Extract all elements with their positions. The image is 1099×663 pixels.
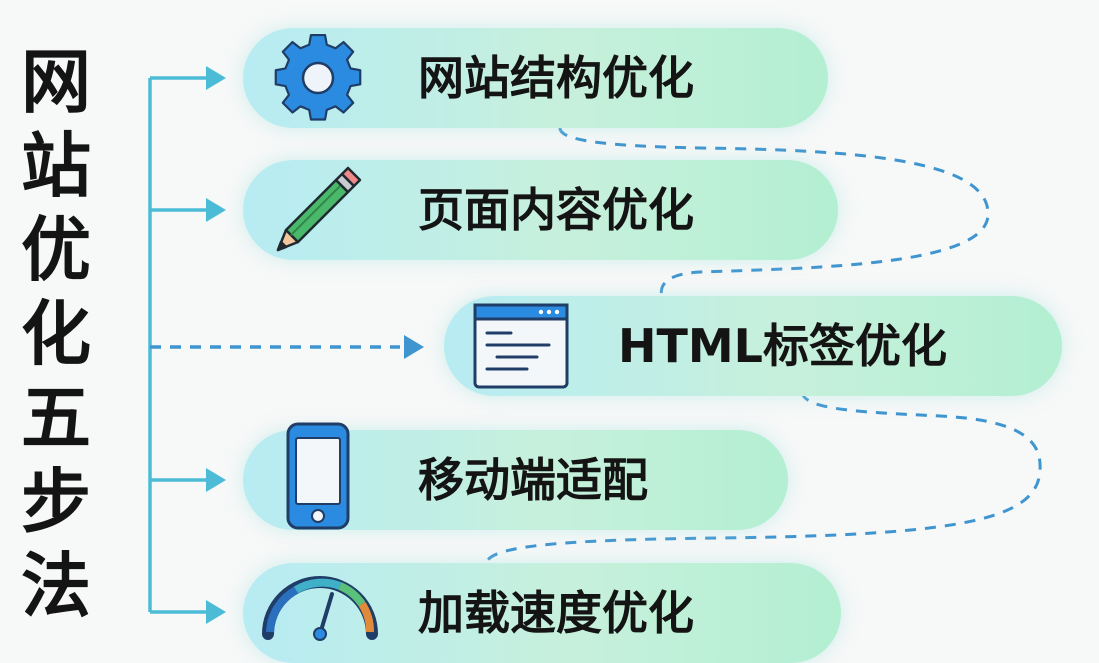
arrowhead-1 (206, 66, 226, 90)
arrowhead-3 (404, 335, 424, 359)
title-char: 网 (21, 41, 91, 123)
arrowhead-4 (206, 468, 226, 492)
smartphone-icon (266, 420, 370, 532)
step-label: 页面内容优化 (418, 183, 694, 237)
flow-curve-1 (558, 127, 990, 297)
step-label: 网站结构优化 (418, 51, 694, 105)
title-char: 步 (21, 461, 91, 543)
page-title: 网 站 优 化 五 步 法 (8, 40, 104, 628)
arrowhead-2 (206, 198, 226, 222)
title-char: 站 (21, 125, 91, 207)
title-char: 化 (21, 293, 91, 375)
flow-curve-2 (484, 391, 1042, 569)
step-label: 加载速度优化 (418, 586, 694, 640)
step-label: HTML标签优化 (618, 319, 947, 373)
speedometer-icon (258, 568, 382, 644)
gear-icon (266, 28, 370, 128)
title-char: 法 (21, 545, 91, 627)
title-char: 五 (21, 377, 91, 459)
step-card (243, 563, 841, 663)
title-char: 优 (21, 209, 91, 291)
step-label: 移动端适配 (418, 453, 648, 507)
pencil-icon (266, 160, 370, 260)
code-window-icon (466, 296, 576, 396)
arrowhead-5 (206, 600, 226, 624)
